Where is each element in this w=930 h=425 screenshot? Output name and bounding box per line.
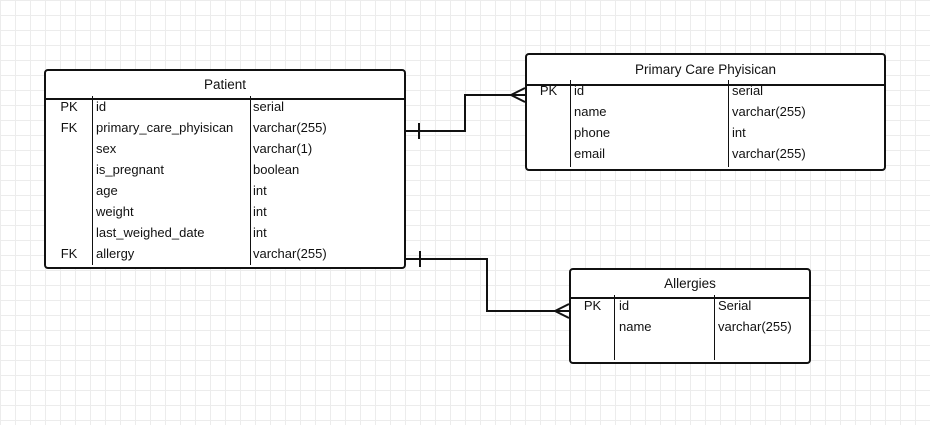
table-row[interactable]: PK id serial xyxy=(46,96,404,117)
table-row[interactable]: is_pregnant boolean xyxy=(46,159,404,180)
patient-allergies-connector[interactable] xyxy=(406,251,570,319)
column-name: name xyxy=(619,319,652,334)
table-row[interactable]: PK id Serial xyxy=(571,295,809,316)
pcp-table-title: Primary Care Phyisican xyxy=(527,55,884,86)
allergies-type-divider xyxy=(714,295,715,360)
crowfoot-lower xyxy=(510,94,526,103)
column-name: allergy xyxy=(96,246,135,261)
column-type: serial xyxy=(253,99,285,114)
patient-key-divider xyxy=(92,96,93,265)
allergies-key-divider xyxy=(614,295,615,360)
column-type: int xyxy=(253,225,267,240)
table-row[interactable]: PK id serial xyxy=(527,80,884,101)
patient-type-divider xyxy=(250,96,251,265)
column-name: id xyxy=(96,99,107,114)
table-row[interactable]: last_weighed_date int xyxy=(46,222,404,243)
table-row[interactable]: phone int xyxy=(527,122,884,143)
pcp-table-body: PK id serial name varchar(255) phone int email v… xyxy=(527,80,884,167)
patient-pcp-connector[interactable] xyxy=(406,87,526,139)
column-name: sex xyxy=(96,141,117,156)
column-type: varchar(255) xyxy=(732,146,806,161)
column-type: serial xyxy=(732,83,764,98)
table-row[interactable]: name varchar(255) xyxy=(527,101,884,122)
table-row[interactable]: age int xyxy=(46,180,404,201)
allergies-table-title: Allergies xyxy=(571,270,809,299)
crowfoot-lower xyxy=(554,310,570,319)
column-type: varchar(255) xyxy=(718,319,792,334)
column-name: id xyxy=(619,298,630,313)
column-key: PK xyxy=(539,83,558,98)
table-row[interactable]: FK allergy varchar(255) xyxy=(46,243,404,264)
column-name: last_weighed_date xyxy=(96,225,205,240)
column-type: Serial xyxy=(718,298,752,313)
column-name: primary_care_phyisican xyxy=(96,120,234,135)
column-type: varchar(1) xyxy=(253,141,313,156)
column-type: int xyxy=(253,204,267,219)
table-row[interactable]: sex varchar(1) xyxy=(46,138,404,159)
allergies-table-body: PK id Serial name varchar(255) xyxy=(571,295,809,360)
column-key: PK xyxy=(583,298,602,313)
table-row[interactable]: weight int xyxy=(46,201,404,222)
crowfoot-upper xyxy=(510,87,526,96)
column-name: weight xyxy=(96,204,134,219)
column-type: int xyxy=(732,125,746,140)
column-key: FK xyxy=(60,120,78,135)
pcp-type-divider xyxy=(728,80,729,167)
crowfoot-upper xyxy=(554,303,570,312)
patient-table-title: Patient xyxy=(46,71,404,100)
table-row[interactable]: name varchar(255) xyxy=(571,316,809,337)
column-key: FK xyxy=(60,246,78,261)
column-type: int xyxy=(253,183,267,198)
column-key: PK xyxy=(60,99,78,114)
column-type: boolean xyxy=(253,162,300,177)
column-name: email xyxy=(574,146,606,161)
column-name: name xyxy=(574,104,607,119)
allergies-table[interactable]: Allergies PK id Serial name varchar(255) xyxy=(569,268,811,364)
table-row[interactable]: FK primary_care_phyisican varchar(255) xyxy=(46,117,404,138)
column-name: is_pregnant xyxy=(96,162,164,177)
column-type: varchar(255) xyxy=(732,104,806,119)
primary-care-phyisican-table[interactable]: Primary Care Phyisican PK id serial name var… xyxy=(525,53,886,171)
column-name: phone xyxy=(574,125,611,140)
column-name: id xyxy=(574,83,585,98)
column-type: varchar(255) xyxy=(253,246,327,261)
pcp-key-divider xyxy=(570,80,571,167)
column-type: varchar(255) xyxy=(253,120,327,135)
column-name: age xyxy=(96,183,118,198)
table-row[interactable]: email varchar(255) xyxy=(527,143,884,164)
